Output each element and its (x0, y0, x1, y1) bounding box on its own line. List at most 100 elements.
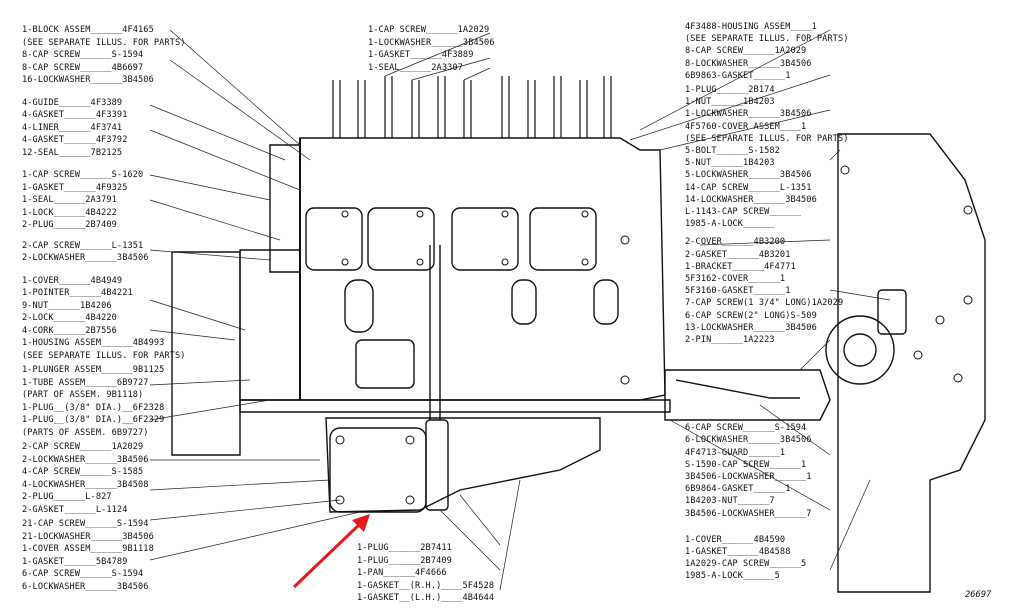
right-label: 8-CAP SCREW______1A2029 (685, 46, 807, 57)
left-label: 1-GASKET______4F9325 (22, 182, 128, 193)
left-label: 6-LOCKWASHER______3B4506 (22, 581, 149, 592)
leader-line (459, 494, 501, 546)
right-label: 6B9863-GASKET______1 (685, 70, 791, 81)
left-label: 2-PLUG______2B7409 (22, 220, 117, 230)
leader-line (463, 67, 491, 81)
leader-line (829, 289, 891, 301)
left-label: 8-CAP SCREW______S-1594 (22, 50, 144, 60)
right-label: 3B4506-LOCKWASHER______7 (685, 508, 812, 519)
left-label: 1-PLUNGER ASSEM______9B1125 (22, 365, 165, 375)
left-label: 9-NUT______1B4206 (22, 300, 112, 311)
leader-line (439, 509, 501, 571)
left-label: 4-GASKET______4F3391 (22, 110, 128, 120)
leader-line (799, 339, 831, 371)
left-label: 1-BLOCK ASSEM______4F4165 (22, 25, 154, 35)
bottom-label: 1-GASKET__(R.H.)____5F4528 (357, 580, 495, 591)
right-label: 1-LOCKWASHER______3B4506 (685, 109, 812, 120)
bottom-label: 1-PLUG______2B7409 (357, 555, 452, 566)
leader-line (659, 109, 831, 151)
right-label: 1-GASKET______4B4588 (685, 547, 791, 557)
left-label: 1-HOUSING ASSEM______4B4993 (22, 338, 165, 348)
right-label: 1985-A-LOCK______5 (685, 571, 780, 582)
right-label: 1985-A-LOCK______ (685, 219, 775, 230)
right-label: 1-COVER______4B4590 (685, 534, 786, 545)
leader-line (149, 249, 271, 261)
top-label: 1-SEAL______2A3307 (368, 62, 463, 73)
leader-line (169, 29, 301, 146)
right-label: 5F3160-GASKET______1 (685, 286, 791, 297)
right-label: 2-GASKET______4B3201 (685, 249, 791, 260)
right-label: 14-CAP SCREW______L-1351 (685, 182, 812, 193)
figure-number: 26697 (965, 590, 992, 600)
right-label: 2-COVER______4B3200 (685, 237, 786, 248)
leader-line (499, 479, 521, 591)
leader-line (169, 59, 311, 161)
leader-line (149, 104, 286, 161)
right-label: 5-BOLT______S-1582 (685, 146, 780, 156)
bottom-label: 1-PAN______4F4666 (357, 568, 447, 579)
right-label: 1A2029-CAP SCREW______5 (685, 559, 807, 570)
right-label: 4F3488-HOUSING ASSEM____1 (685, 22, 817, 32)
right-label: 14-LOCKWASHER______3B4506 (685, 194, 817, 205)
right-label: L-1143-CAP SCREW______ (685, 207, 802, 217)
right-label: 4F5760-COVER ASSEM____1 (685, 121, 807, 132)
left-label: 4-GASKET______4F3792 (22, 135, 128, 145)
leader-line (149, 479, 331, 491)
left-label: 2-CAP SCREW______L-1351 (22, 240, 144, 251)
right-label: 5-LOCKWASHER______3B4506 (685, 170, 812, 181)
leader-line (759, 404, 831, 456)
right-label: 13-LOCKWASHER______3B4506 (685, 322, 817, 333)
left-label: 4-LINER______4F3741 (22, 122, 123, 133)
top-label: 1-CAP SCREW______1A2029 (368, 25, 490, 35)
left-label: 6-CAP SCREW______S-1594 (22, 569, 144, 579)
leader-line (149, 129, 301, 191)
left-label: 1-TUBE ASSEM______6B9727 (22, 377, 149, 388)
left-label: 2-PLUG______L-827 (22, 492, 112, 502)
left-label: 2-LOCKWASHER______3B4506 (22, 253, 149, 263)
right-label: 5F3162-COVER______1 (685, 274, 786, 284)
right-label: 6B9864-GASKET______1 (685, 484, 791, 495)
bottom-label: 1-GASKET__(L.H.)____4B4644 (357, 593, 495, 604)
left-label: (PART OF ASSEM. 9B1118) (22, 390, 144, 400)
leader-line (384, 32, 491, 77)
right-label: 1B4203-NUT______7 (685, 496, 775, 507)
left-label: 2-GASKET______L-1124 (22, 504, 128, 515)
leader-line (149, 299, 246, 331)
left-label: 1-COVER ASSEM______9B1118 (22, 544, 154, 554)
right-label: 1-PLUG______2B174 (685, 85, 775, 95)
left-label: 1-CAP SCREW______S-1620 (22, 170, 144, 180)
right-label: 6-LOCKWASHER______3B4506 (685, 435, 812, 446)
left-label: 4-GUIDE______4F3389 (22, 97, 123, 108)
right-label: 4F4713-GUARD______1 (685, 447, 786, 458)
right-label: 1-BRACKET______4F4771 (685, 261, 796, 272)
right-label: 7-CAP SCREW(1 3/4" LONG)1A2029 (685, 298, 844, 309)
leader-line (829, 479, 871, 571)
left-label: 21-CAP SCREW______S-1594 (22, 519, 149, 529)
leader-line (699, 239, 831, 246)
left-label: 1-PLUG__(3/8" DIA.)__6F2328 (22, 402, 165, 413)
left-label: (SEE SEPARATE ILLUS. FOR PARTS) (22, 37, 186, 48)
leader-line (149, 329, 236, 341)
left-label: 8-CAP SCREW______4B6697 (22, 62, 144, 73)
right-label: 6-CAP SCREW(2" LONG)S-509 (685, 310, 817, 321)
leader-line (629, 74, 831, 141)
left-label: 1-POINTER______4B4221 (22, 288, 133, 298)
top-label: 1-LOCKWASHER______3B4506 (368, 37, 495, 48)
left-label: 4-LOCKWASHER______3B4508 (22, 479, 149, 490)
bottom-label: 1-PLUG______2B7411 (357, 543, 452, 553)
right-label: (SEE SEPARATE ILLUS. FOR PARTS) (685, 133, 849, 144)
left-label: 1-LOCK______4B4222 (22, 207, 117, 218)
right-label: 8-LOCKWASHER______3B4506 (685, 58, 812, 69)
left-label: 1-SEAL______2A3791 (22, 195, 117, 205)
right-label: 2-PIN______1A2223 (685, 335, 775, 345)
right-label: 5-NUT______1B4203 (685, 158, 775, 169)
right-label: S-1590-CAP SCREW______1 (685, 459, 807, 470)
left-label: 1-COVER______4B4949 (22, 275, 123, 286)
right-label: 6-CAP SCREW______S-1594 (685, 423, 807, 434)
left-label: (PARTS OF ASSEM. 6B9727) (22, 427, 149, 438)
left-label: 4-CAP SCREW______S-1585 (22, 467, 144, 477)
left-label: 2-CAP SCREW______1A2029 (22, 442, 144, 452)
left-label: 4-CORK______2B7556 (22, 325, 117, 336)
